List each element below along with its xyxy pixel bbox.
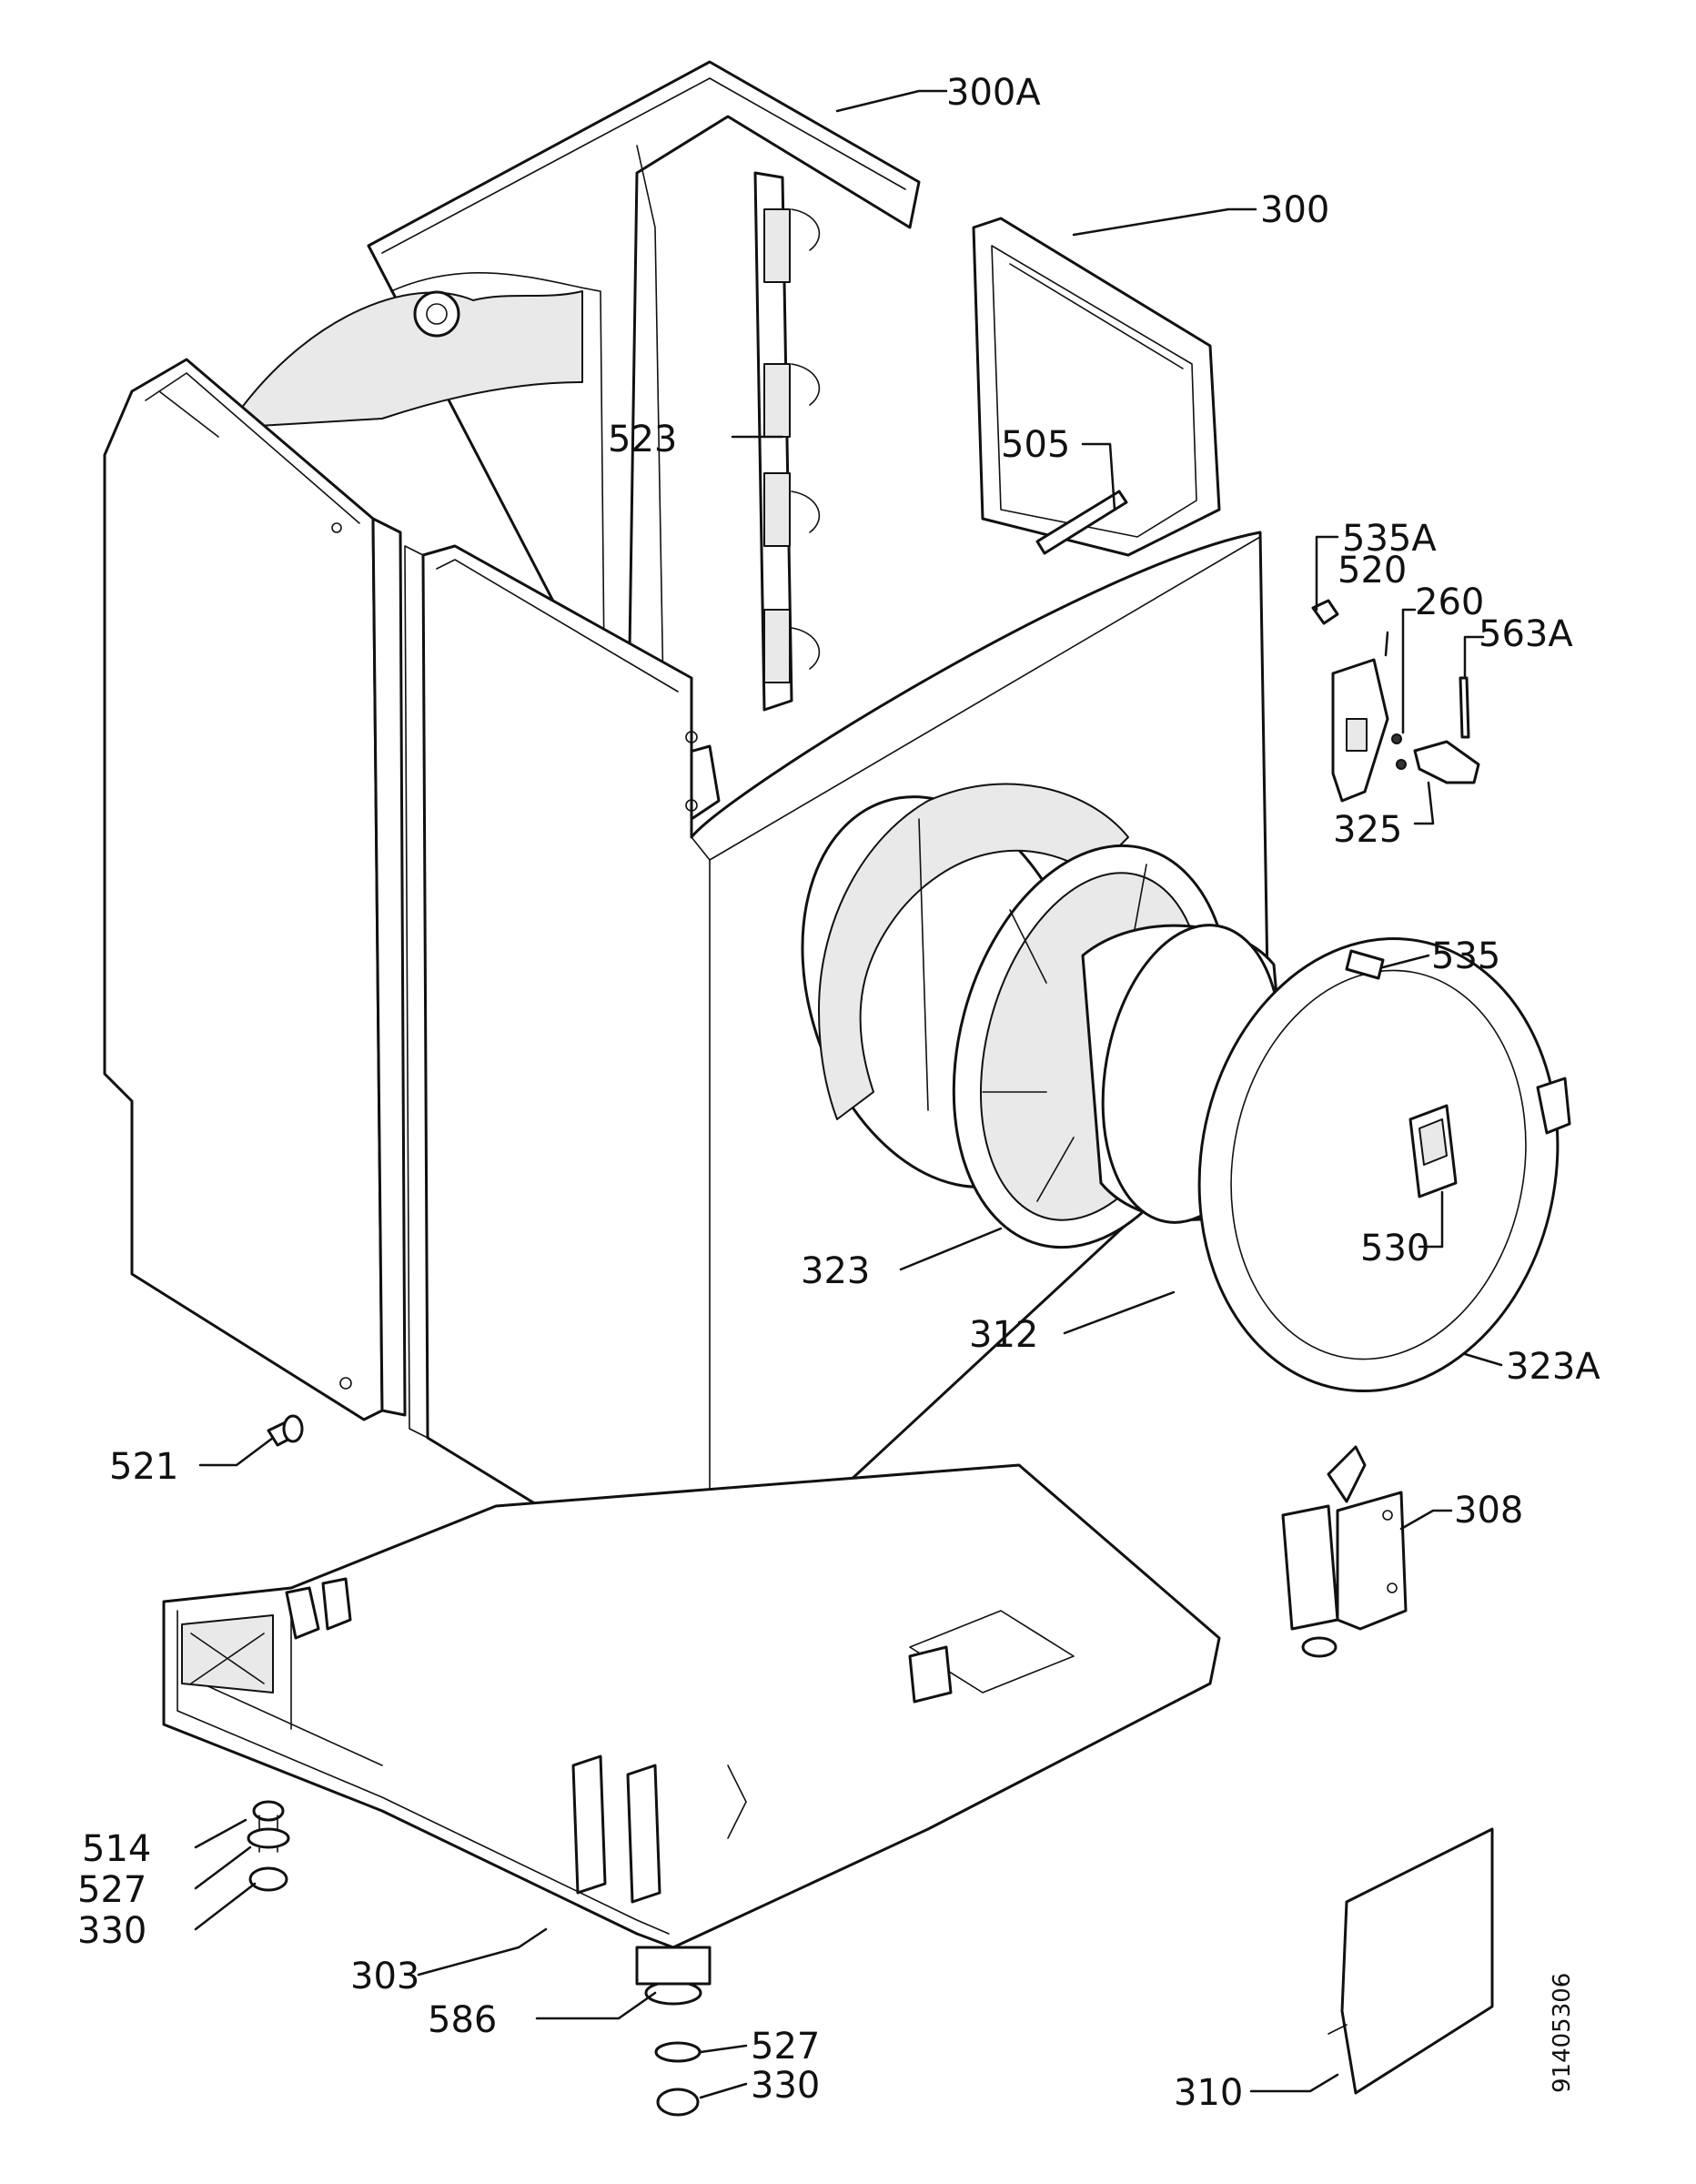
- callout-535: 535: [1431, 935, 1500, 977]
- callout-300: 300: [1260, 189, 1329, 231]
- callout-312: 312: [969, 1314, 1038, 1356]
- callout-505: 505: [1001, 424, 1070, 466]
- screw: [267, 1414, 304, 1447]
- left-side-panel: [103, 358, 407, 1421]
- door-lock-assembly: [1311, 599, 1480, 803]
- side-frame: [972, 217, 1221, 557]
- panel-bracket: [753, 171, 821, 712]
- leader-lines: [194, 89, 1503, 2099]
- callout-323A: 323A: [1506, 1346, 1600, 1388]
- callout-labels: 300A 300 523 505 535A 520 260 563A 325 5…: [77, 72, 1600, 2114]
- callout-330-left: 330: [77, 1910, 146, 1952]
- door-handle: [1408, 1104, 1458, 1198]
- front-left-foot: [247, 1800, 290, 1892]
- callout-308: 308: [1454, 1490, 1523, 1532]
- callout-325: 325: [1333, 809, 1402, 851]
- callout-586: 586: [428, 1999, 497, 2041]
- callout-303: 303: [350, 1956, 419, 1997]
- door-hinge: [1281, 1445, 1408, 1658]
- callout-527-right: 527: [751, 2026, 820, 2068]
- pin: [1345, 949, 1385, 980]
- callout-520: 520: [1338, 550, 1407, 592]
- outer-door: [1197, 936, 1571, 1393]
- callout-260: 260: [1415, 581, 1484, 623]
- callout-300A: 300A: [946, 72, 1041, 114]
- callout-535A: 535A: [1342, 518, 1437, 560]
- cover-panel: [1328, 1827, 1494, 2095]
- callout-521: 521: [109, 1446, 178, 1488]
- rod: [1035, 490, 1128, 555]
- callout-310: 310: [1174, 2072, 1243, 2114]
- callout-323: 323: [801, 1250, 870, 1292]
- callout-527-left: 527: [77, 1869, 146, 1911]
- callout-330-right: 330: [751, 2065, 820, 2107]
- callout-563A: 563A: [1479, 613, 1573, 655]
- front-right-foot: [635, 1946, 712, 2117]
- callout-514: 514: [82, 1828, 151, 1870]
- callout-530: 530: [1360, 1228, 1429, 1269]
- callout-523: 523: [608, 419, 677, 460]
- base-frame: [162, 1463, 1221, 1949]
- drawing-number: 91405306: [1549, 1973, 1576, 2093]
